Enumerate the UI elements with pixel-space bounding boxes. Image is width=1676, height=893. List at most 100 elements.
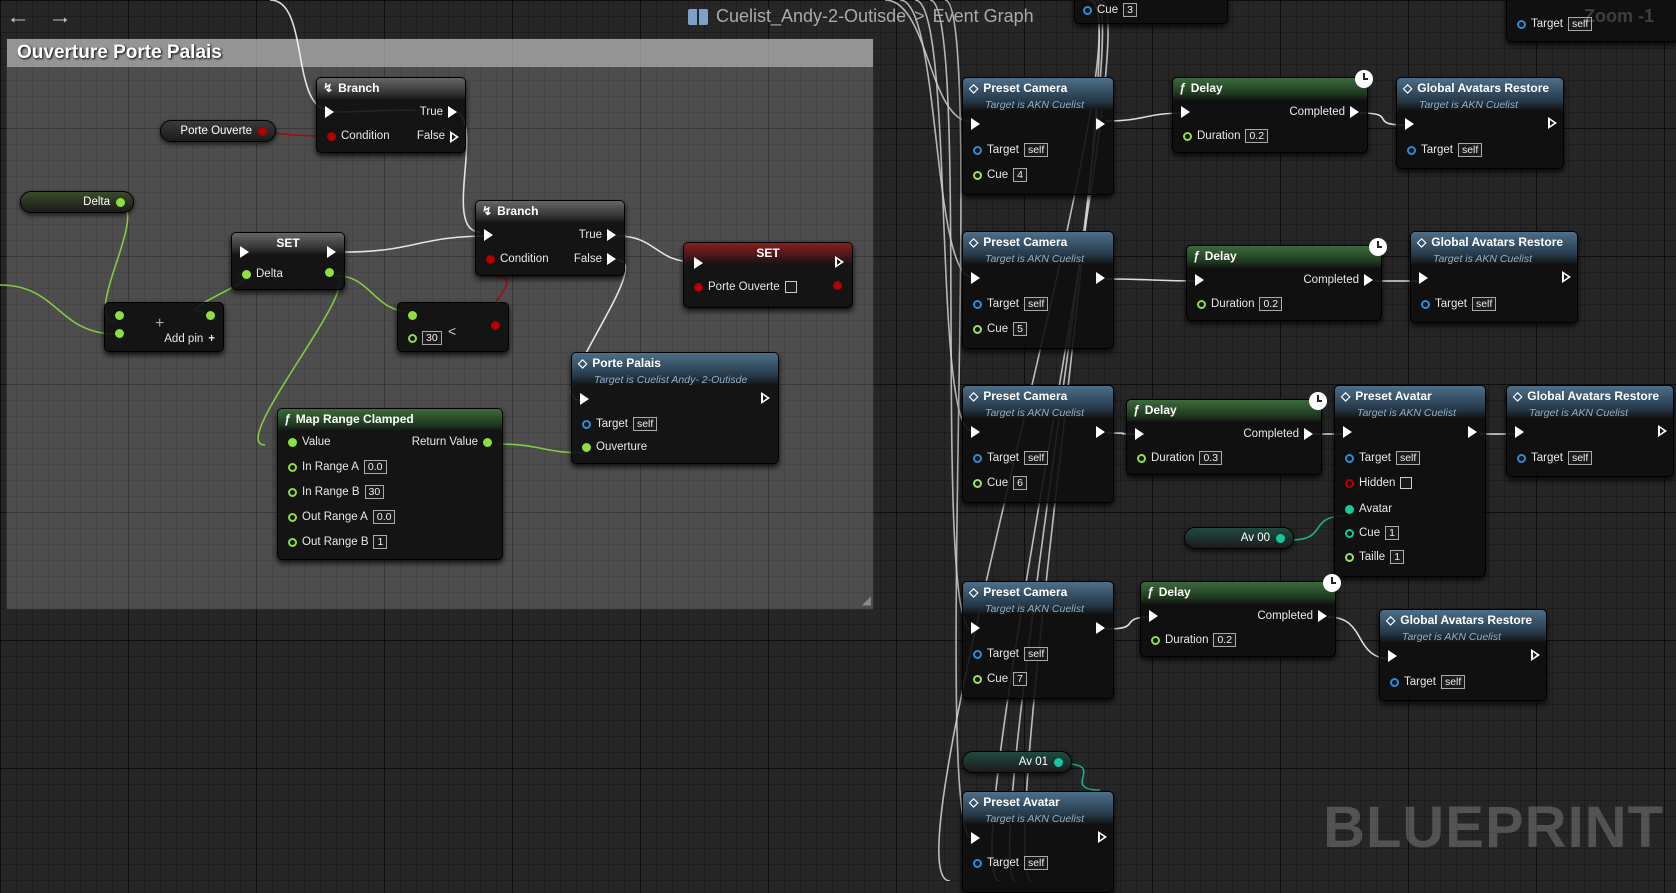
exec-in-pin[interactable] <box>1135 428 1144 440</box>
duration-value-field[interactable]: 0.2 <box>1213 633 1237 647</box>
object-pin-icon[interactable] <box>1345 453 1354 463</box>
av-01-variable[interactable]: Av 01 <box>962 751 1072 773</box>
bool-pin-icon[interactable] <box>258 126 267 136</box>
comment-title[interactable]: Ouverture Porte Palais <box>7 39 873 67</box>
exec-out-pin[interactable] <box>1531 649 1540 661</box>
exec-in-pin[interactable] <box>1195 274 1204 286</box>
exec-completed-pin[interactable] <box>1350 106 1359 118</box>
int-pin-icon[interactable] <box>973 478 982 488</box>
float-pin-icon[interactable] <box>115 311 124 320</box>
exec-false-pin[interactable] <box>450 130 459 143</box>
exec-out-pin[interactable] <box>1096 622 1105 634</box>
object-pin-icon[interactable] <box>1517 453 1526 463</box>
porte-ouverte-checkbox[interactable] <box>784 281 797 293</box>
object-pin-icon[interactable] <box>1421 299 1430 309</box>
bool-pin-icon[interactable] <box>327 131 336 141</box>
object-pin-icon[interactable] <box>973 453 982 463</box>
target-value-field[interactable]: self <box>1471 297 1497 311</box>
out-range-a-field[interactable]: 0.0 <box>372 510 396 524</box>
branch-node-2[interactable]: ↯Branch True Condition False <box>475 200 625 276</box>
add-pin-label[interactable]: Add pin <box>164 333 204 345</box>
exec-in-pin[interactable] <box>1515 426 1524 438</box>
target-value-field[interactable]: self <box>1440 675 1466 689</box>
less-than-node[interactable]: 30 < <box>397 302 509 352</box>
porte-ouverte-variable[interactable]: Porte Ouverte <box>160 120 276 142</box>
exec-in-pin[interactable] <box>971 272 980 284</box>
int-pin-icon[interactable] <box>973 170 982 180</box>
float-pin-icon[interactable] <box>483 437 492 447</box>
in-range-a-field[interactable]: 0.0 <box>363 460 387 474</box>
cue-value-field[interactable]: 4 <box>1013 168 1027 182</box>
branch-node-1[interactable]: ↯Branch True Condition False <box>316 77 466 153</box>
exec-in-pin[interactable] <box>1419 272 1428 284</box>
out-range-b-field[interactable]: 1 <box>373 535 388 549</box>
exec-in-pin[interactable] <box>971 426 980 438</box>
object-pin-icon[interactable] <box>1390 677 1399 687</box>
exec-out-pin[interactable] <box>1096 426 1105 438</box>
exec-in-pin[interactable] <box>694 257 703 269</box>
target-value-field[interactable]: self <box>1395 451 1421 465</box>
float-pin-icon[interactable] <box>288 512 297 522</box>
avatar-pin-icon[interactable] <box>1345 504 1354 514</box>
cue-value-field[interactable]: 3 <box>1123 3 1137 17</box>
exec-in-pin[interactable] <box>240 246 249 258</box>
avatar-pin-icon[interactable] <box>1054 757 1063 767</box>
cue-value-field[interactable]: 5 <box>1013 322 1027 336</box>
int-pin-icon[interactable] <box>973 674 982 684</box>
bool-pin-icon[interactable] <box>486 254 495 264</box>
exec-out-pin[interactable] <box>1096 272 1105 284</box>
exec-in-pin[interactable] <box>971 622 980 634</box>
target-value-field[interactable]: self <box>1457 143 1483 157</box>
compare-value-field[interactable]: 30 <box>422 331 442 345</box>
target-value-field[interactable]: self <box>1567 451 1593 465</box>
float-pin-icon[interactable] <box>408 333 417 343</box>
av-00-variable[interactable]: Av 00 <box>1184 527 1294 549</box>
add-pin-icon[interactable]: + <box>208 333 215 345</box>
exec-in-pin[interactable] <box>580 393 589 405</box>
exec-completed-pin[interactable] <box>1364 274 1373 286</box>
float-pin-icon[interactable] <box>325 268 334 277</box>
float-pin-icon[interactable] <box>206 311 215 320</box>
object-pin-icon[interactable] <box>973 145 982 155</box>
duration-value-field[interactable]: 0.2 <box>1259 297 1283 311</box>
float-pin-icon[interactable] <box>1183 131 1192 141</box>
duration-value-field[interactable]: 0.2 <box>1245 129 1269 143</box>
float-pin-icon[interactable] <box>1137 453 1146 463</box>
float-pin-icon[interactable] <box>115 329 124 338</box>
set-delta-node[interactable]: SET Delta <box>231 232 345 290</box>
object-pin-icon[interactable] <box>973 299 982 309</box>
object-pin-icon[interactable] <box>1517 19 1526 29</box>
bool-pin-icon[interactable] <box>491 321 500 330</box>
set-porte-ouverte-node[interactable]: SET Porte Ouverte <box>683 242 853 308</box>
taille-value-field[interactable]: 1 <box>1390 550 1405 564</box>
breadcrumb-graph[interactable]: Event Graph <box>932 6 1034 26</box>
exec-out-pin[interactable] <box>835 256 844 268</box>
float-pin-icon[interactable] <box>1151 635 1160 645</box>
float-pin-icon[interactable] <box>288 537 297 547</box>
cue-value-field[interactable]: 7 <box>1013 672 1027 686</box>
exec-in-pin[interactable] <box>1405 118 1414 130</box>
in-range-b-field[interactable]: 30 <box>364 485 385 499</box>
resize-handle-icon[interactable]: ◢ <box>861 593 871 607</box>
int-pin-icon[interactable] <box>973 324 982 334</box>
target-value-field[interactable]: self <box>1567 17 1593 31</box>
exec-in-pin[interactable] <box>1343 426 1352 438</box>
object-pin-icon[interactable] <box>973 649 982 659</box>
target-value-field[interactable]: self <box>1023 451 1049 465</box>
exec-out-pin[interactable] <box>327 246 336 258</box>
exec-false-pin[interactable] <box>607 253 616 265</box>
bool-pin-icon[interactable] <box>1345 478 1354 488</box>
